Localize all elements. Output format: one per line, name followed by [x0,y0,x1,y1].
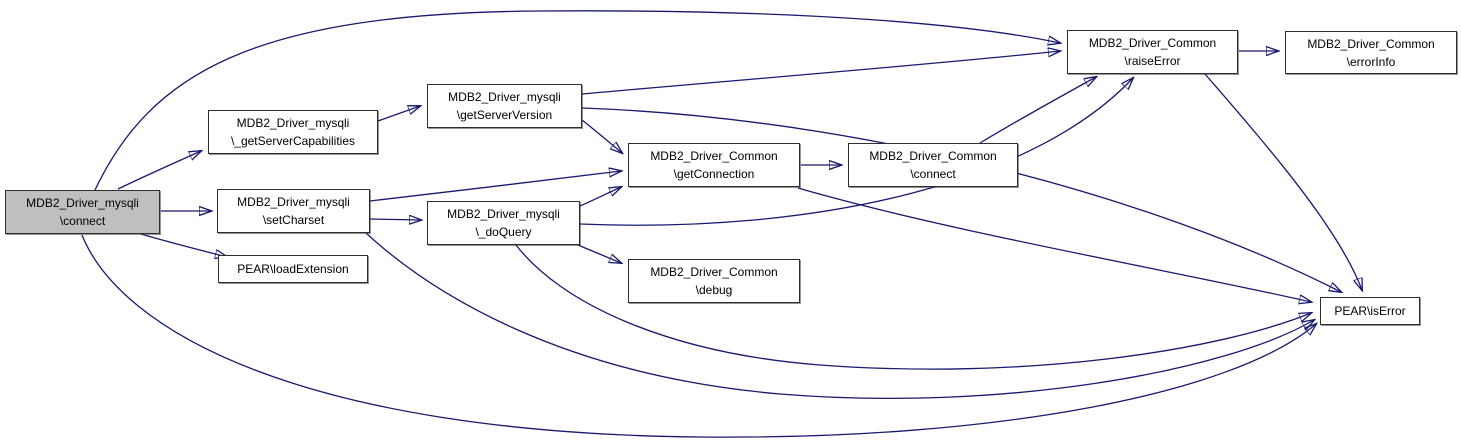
node-label: \connect [910,167,956,181]
node-error-info[interactable]: MDB2_Driver_Common \errorInfo [1285,31,1457,74]
edge-raiseerror-to-iserror [1204,73,1362,290]
edge-doquery-to-getconnection [579,187,621,207]
node-label: MDB2_Driver_Common [1307,36,1435,51]
node-label: \connect [59,214,106,228]
edge-getservercapabilities-to-getserverversion [377,106,420,122]
edge-setcharset-to-getconnection [369,171,621,202]
node-get-server-version[interactable]: MDB2_Driver_mysqli \getServerVersion [427,84,582,128]
node-debug[interactable]: MDB2_Driver_Common \debug [628,259,800,303]
node-label: MDB2_Driver_mysqli [237,195,350,209]
edge-setcharset-to-doquery [369,219,421,220]
node-label: MDB2_Driver_mysqli [236,116,350,130]
node-raise-error[interactable]: MDB2_Driver_Common \raiseError [1067,30,1238,74]
edge-getserverversion-to-raiseerror [581,51,1060,95]
edge-commonconnect-to-raiseerror [979,77,1096,144]
edge-doquery-to-iserror [515,244,1311,370]
node-label: MDB2_Driver_Common [1088,36,1217,50]
node-label: \debug [695,283,733,297]
edge-doquery-to-debug [577,244,621,263]
node-is-error[interactable]: PEAR\isError [1320,297,1420,325]
node-label: MDB2_Driver_mysqli [447,207,560,221]
edge-connect-to-loadextension [140,233,227,257]
node-label: PEAR\loadExtension [237,262,349,276]
node-common-connect[interactable]: MDB2_Driver_Common \connect [848,143,1018,187]
node-label: \_doQuery [475,225,532,239]
node-label: \getConnection [673,167,755,181]
node-label: PEAR\isError [1334,304,1406,318]
node-mysqli-connect[interactable]: MDB2_Driver_mysqli \connect [5,190,160,234]
node-label: MDB2_Driver_Common [869,149,997,163]
node-do-query[interactable]: MDB2_Driver_mysqli \_doQuery [427,201,580,245]
node-load-extension[interactable]: PEAR\loadExtension [218,255,368,283]
node-label: \raiseError [1124,54,1181,68]
edge-connect-to-raiseerror [94,10,1060,191]
edge-setcharset-to-iserror [365,232,1314,400]
edge-getserverversion-to-getconnection [581,119,622,153]
node-set-charset[interactable]: MDB2_Driver_mysqli \setCharset [217,189,370,233]
node-label: MDB2_Driver_mysqli [448,90,561,104]
node-label: \setCharset [262,213,325,227]
node-label: MDB2_Driver_mysqli [26,196,139,210]
node-get-connection[interactable]: MDB2_Driver_Common \getConnection [628,143,800,187]
edge-doquery-to-raiseerror [579,78,1133,226]
node-label: MDB2_Driver_Common [650,149,778,163]
node-label: \errorInfo [1346,54,1396,69]
node-get-server-capabilities[interactable]: MDB2_Driver_mysqli \_getServerCapabiliti… [208,110,378,154]
edge-connect-to-getservercapabilities [117,151,201,190]
node-label: \_getServerCapabilities [230,134,356,148]
node-label: MDB2_Driver_Common [650,265,778,279]
node-label: \getServerVersion [456,108,553,122]
edge-getconnection-to-iserror [797,187,1311,302]
edge-connect-to-iserror [81,234,1316,438]
